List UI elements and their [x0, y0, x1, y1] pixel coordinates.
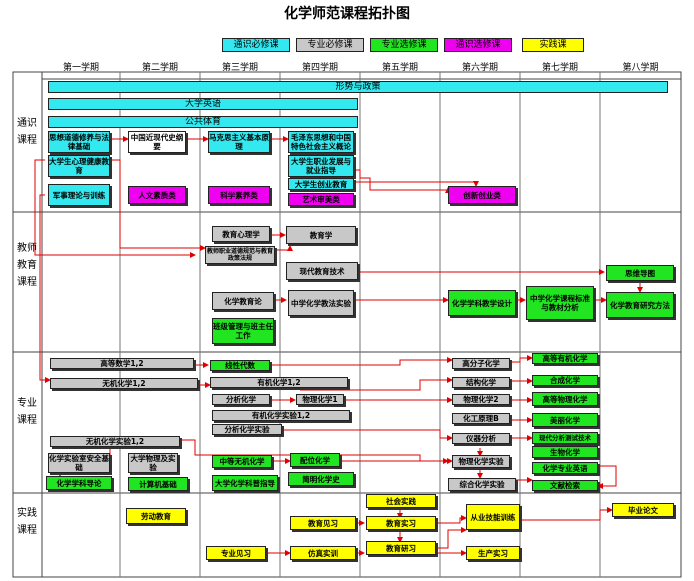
course-shehui: 社会实践 [366, 494, 436, 508]
course-youjishiyan: 有机化学实验1,2 [212, 410, 350, 421]
course-fagui: 教师职业道德规范与教育政策法规 [205, 246, 275, 264]
course-huagong: 化工原理B [452, 413, 510, 424]
course-yingyu2: 化学专业英语 [532, 462, 598, 474]
legend-item-zhuanye-bixiu: 专业必修课 [296, 38, 364, 52]
course-jineng: 从业技能训练 [466, 504, 520, 530]
course-shengchan: 生产实习 [466, 546, 520, 560]
course-hxyanjiu: 化学教育研究方法 [606, 292, 674, 318]
course-jindaishi: 中国近现代史纲要 [128, 131, 186, 153]
course-junshi: 军事理论与训练 [48, 184, 110, 206]
course-biye: 毕业论文 [612, 503, 674, 517]
course-daolun: 化学学科导论 [46, 476, 112, 490]
course-zhongdeng: 中等无机化学 [212, 455, 272, 468]
course-zonghe: 综合化学实验 [448, 478, 516, 491]
course-anquan: 化学实验室安全基础 [48, 453, 110, 473]
legend-item-tongshi-xuanxiu: 通识选修课 [444, 38, 512, 52]
course-jiaoyuxue: 教育学 [286, 226, 356, 244]
course-jyxinli: 教育心理学 [212, 226, 270, 242]
course-xinli: 大学生心理健康教育 [48, 155, 110, 177]
course-banzhuren: 班级管理与班主任工作 [212, 318, 274, 344]
semester-7: 第七学期 [541, 63, 578, 73]
course-dxwuli: 大学物理及实验 [128, 453, 178, 473]
course-fenxi: 分析化学 [212, 394, 270, 405]
semester-3: 第三学期 [221, 63, 258, 73]
course-renwen: 人文素质类 [128, 186, 186, 204]
course-yanxiu: 教育研习 [366, 541, 436, 555]
course-fenxishiyan: 分析化学实验 [212, 424, 282, 435]
course-jianxi: 教育见习 [290, 516, 356, 530]
course-hxjiaoyulun: 化学教育论 [212, 292, 274, 310]
page-title: 化学师范课程拓扑图 [284, 6, 410, 22]
category-zhuanye: 专业课程 [17, 398, 37, 426]
semester-5: 第五学期 [381, 63, 418, 73]
course-youji: 有机化学1,2 [210, 377, 348, 388]
course-meiguan: 美丽化学 [532, 413, 598, 427]
category-shijian: 实践课程 [17, 508, 37, 536]
course-gaofenzi: 高分子化学 [452, 358, 510, 369]
course-gaowuli: 高等物理化学 [532, 392, 598, 406]
course-makesi: 马克思主义基本原理 [208, 131, 270, 153]
course-wuji: 无机化学1,2 [50, 378, 198, 389]
course-xiandaifenxi: 现代分析测试技术 [532, 432, 598, 444]
legend-item-zhuanye-xuanxiu: 专业选修课 [370, 38, 438, 52]
course-daxuehuaxue: 大学化学科普指导 [212, 475, 278, 491]
course-wenxian: 文献检索 [532, 480, 598, 491]
course-peiwei: 配位化学 [290, 453, 340, 467]
course-kexue: 科学素养类 [208, 186, 270, 204]
course-gaodengyouji: 高等有机化学 [532, 353, 598, 364]
course-yiqi: 仪器分析 [452, 433, 510, 444]
legend-item-tongshi-bixiu: 通识必修课 [222, 38, 290, 52]
category-tongshi: 通识课程 [17, 118, 37, 146]
course-fangzhen: 仿真实训 [290, 546, 356, 560]
course-wuli2: 物理化学2 [452, 394, 510, 405]
course-wuli1: 物理化学1 [296, 394, 344, 405]
course-chuangxin: 创新创业类 [448, 186, 516, 204]
course-xkjiaoxue: 化学学科教学设计 [448, 290, 516, 316]
course-shixi: 教育实习 [366, 516, 436, 530]
course-xiandaishu: 线性代数 [210, 360, 270, 371]
course-hecheng: 合成化学 [532, 375, 598, 386]
course-wulishiyan: 物理化学实验 [452, 455, 510, 468]
course-maogai: 毛泽东思想和中国特色社会主义概论 [288, 131, 354, 153]
course-yingyu: 大学英语 [48, 98, 358, 110]
legend-item-shijian: 实践课 [522, 38, 584, 52]
course-xingshi: 形势与政策 [48, 81, 668, 93]
course-laodong: 劳动教育 [126, 508, 186, 524]
course-wujishiyan: 无机化学实验1,2 [50, 436, 180, 447]
course-yishu: 艺术审美类 [288, 193, 354, 206]
semester-8: 第八学期 [622, 63, 659, 73]
course-zhiye: 大学生职业发展与就业指导 [288, 155, 354, 177]
course-jisuanji: 计算机基础 [128, 477, 188, 491]
course-sixiu: 思想道德修养与法律基础 [48, 131, 110, 153]
category-jiaoshi: 教师教育课程 [17, 243, 37, 288]
course-jiegou: 结构化学 [452, 377, 510, 388]
course-gaoshu: 高等数学1,2 [50, 358, 194, 369]
course-chuangye: 大学生创业教育 [288, 178, 354, 190]
course-zhuanye: 专业见习 [206, 546, 266, 560]
semester-4: 第四学期 [301, 63, 338, 73]
semester-1: 第一学期 [62, 63, 99, 73]
course-kebiao: 中学化学课程标准与教材分析 [526, 286, 594, 320]
semester-6: 第六学期 [461, 63, 498, 73]
course-xiandai: 现代教育技术 [286, 262, 358, 280]
course-siwei: 思维导图 [606, 265, 674, 281]
course-tiyu: 公共体育 [48, 116, 358, 128]
course-jianmingshi: 简明化学史 [288, 472, 354, 486]
course-zxjiaofa: 中学化学教法实验 [288, 290, 354, 316]
semester-2: 第二学期 [141, 63, 178, 73]
course-shengwu: 生物化学 [532, 446, 598, 458]
